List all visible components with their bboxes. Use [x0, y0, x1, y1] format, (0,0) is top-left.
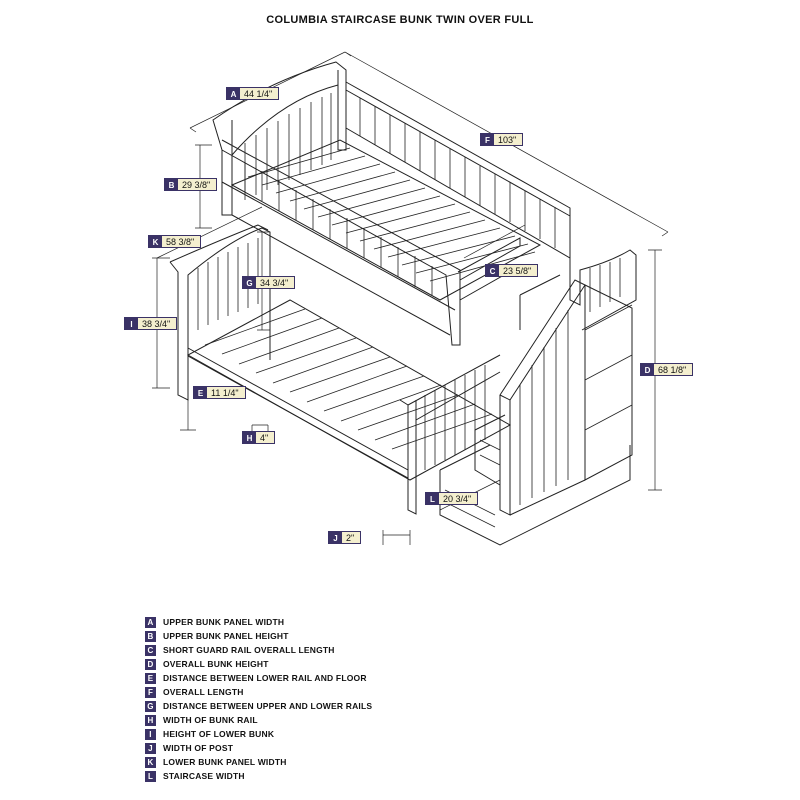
callout-f: F 103" [480, 133, 524, 146]
callout-d: D 68 1/8" [640, 363, 694, 376]
callout-l: L 20 3/4" [425, 492, 479, 505]
callout-h: H 4" [242, 431, 276, 444]
diagram-title: COLUMBIA STAIRCASE BUNK TWIN OVER FULL [266, 14, 534, 26]
callout-i: I 38 3/4" [124, 317, 178, 330]
callout-g: G 34 3/4" [242, 276, 296, 289]
callout-c: C 23 5/8" [485, 264, 539, 277]
callout-j: J 2" [328, 531, 362, 544]
lower-bunk [169, 224, 512, 515]
callout-b: B 29 3/8" [164, 178, 218, 191]
upper-bunk [212, 61, 637, 346]
callout-a: A 44 1/4" [226, 87, 280, 100]
callout-k: K 58 3/8" [148, 235, 202, 248]
callout-e: E 11 1/4" [193, 386, 246, 399]
